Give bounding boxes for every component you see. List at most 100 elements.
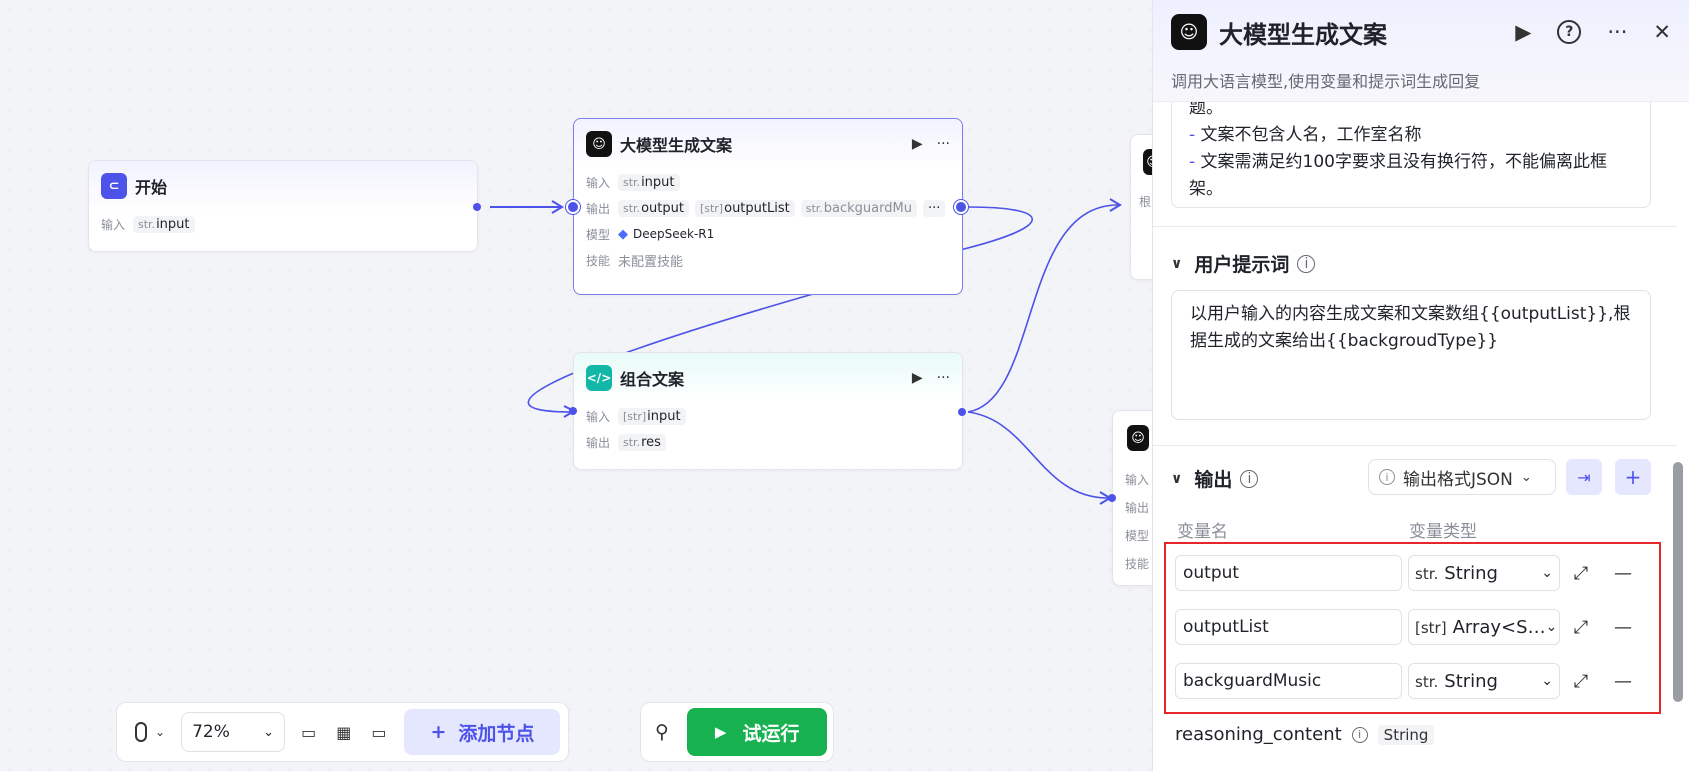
comment-button[interactable]: ▭: [291, 712, 326, 752]
zoom-select[interactable]: 72% ⌄: [181, 712, 286, 752]
more-outputs-button[interactable]: ···: [922, 199, 946, 217]
expand-icon[interactable]: ⤢: [1573, 616, 1589, 638]
start-node-input-row: 输入 str.input: [89, 211, 477, 237]
remove-icon[interactable]: —: [1614, 616, 1632, 638]
minimap-button[interactable]: ▭: [361, 712, 396, 752]
info-icon: i: [1297, 254, 1316, 273]
chevron-down-icon: ⌄: [155, 725, 166, 739]
chevron-down-icon: ⌄: [1541, 673, 1553, 689]
highlight-box: [1164, 542, 1661, 714]
minimap-icon: ▭: [371, 722, 387, 742]
output-section-header[interactable]: ∨ 输出 i: [1171, 465, 1259, 492]
code-input-port[interactable]: [569, 407, 577, 415]
help-icon[interactable]: ?: [1557, 20, 1582, 44]
plus-icon: +: [430, 721, 447, 743]
panel-scrollbar[interactable]: [1673, 462, 1683, 702]
llm-node-title: 大模型生成文案: [620, 136, 733, 155]
run-toolbar: ⚲ ▶ 试运行: [640, 702, 835, 762]
start-icon: ⊂: [101, 173, 127, 199]
code-node-title: 组合文案: [620, 370, 685, 389]
node-config-panel: 题。 - 文案不包含人名，工作室名称 - 文案需满足约100字要求且没有换行符，…: [1152, 0, 1695, 771]
partial-bottom-input-port[interactable]: [1108, 494, 1116, 502]
code-icon: </>: [586, 365, 612, 391]
remove-icon[interactable]: —: [1614, 670, 1632, 692]
play-icon[interactable]: ▶: [1515, 20, 1532, 44]
import-button[interactable]: ⇥: [1566, 459, 1602, 495]
panel-title: 大模型生成文案: [1219, 20, 1387, 49]
llm-node-header: ☺ 大模型生成文案 ▶ ···: [574, 119, 962, 169]
info-icon: i: [1351, 726, 1368, 743]
add-output-button[interactable]: +: [1615, 459, 1651, 495]
start-node[interactable]: ⊂ 开始 输入 str.input: [88, 160, 478, 252]
llm-input-port[interactable]: [566, 200, 580, 214]
more-icon[interactable]: ···: [936, 136, 950, 152]
edge-arrow-1: [551, 200, 564, 214]
plus-icon: +: [1624, 465, 1642, 489]
wrench-icon[interactable]: ⚲: [655, 721, 669, 743]
edge-llm-code: [527, 206, 1033, 413]
add-node-button[interactable]: + 添加节点: [404, 709, 561, 755]
chevron-down-icon: ⌄: [263, 724, 275, 740]
panel-description: 调用大语言模型,使用变量和提示词生成回复: [1171, 72, 1481, 91]
variable-type-select[interactable]: [str]Array<S… ⌄: [1408, 609, 1560, 645]
start-node-header: ⊂ 开始: [89, 161, 477, 211]
panel-header: ☺ 大模型生成文案 ▶ ? ··· ✕ 调用大语言模型,使用变量和提示词生成回复: [1153, 0, 1689, 102]
code-node[interactable]: </> 组合文案 ▶ ··· 输入 [str]input 输出 str.res: [573, 352, 963, 470]
comment-icon: ▭: [301, 722, 317, 742]
variable-name-input[interactable]: backguardMusic: [1175, 663, 1402, 699]
expand-icon[interactable]: ⤢: [1573, 670, 1589, 692]
mouse-mode-button[interactable]: ⌄: [125, 712, 175, 752]
column-header-type: 变量类型: [1409, 522, 1477, 542]
code-node-header: </> 组合文案 ▶ ···: [574, 353, 962, 403]
output-variable-row: outputList [str]Array<S… ⌄ ⤢ —: [1175, 609, 1655, 645]
output-format-select[interactable]: i 输出格式JSON ⌄: [1368, 459, 1556, 495]
canvas-toolbar: ⌄ 72% ⌄ ▭ ▦ ▭ + 添加节点: [116, 702, 570, 762]
llm-output-row: 输出 str.output [str]outputList str.backgu…: [574, 195, 962, 221]
code-input-row: 输入 [str]input: [574, 403, 962, 429]
llm-output-port[interactable]: [954, 200, 968, 214]
chevron-down-icon: ⌄: [1545, 619, 1558, 635]
deepseek-icon: ◆: [618, 226, 628, 242]
remove-icon[interactable]: —: [1614, 562, 1632, 584]
play-icon: ▶: [714, 723, 727, 741]
grid-icon: ▦: [336, 722, 352, 742]
import-icon: ⇥: [1577, 467, 1591, 487]
info-icon: i: [1379, 469, 1395, 485]
reasoning-content-field: reasoning_content i String: [1175, 724, 1435, 745]
play-icon[interactable]: ▶: [911, 370, 923, 386]
column-header-name: 变量名: [1177, 522, 1228, 542]
llm-node[interactable]: ☺ 大模型生成文案 ▶ ··· 输入 str.input 输出 str.outp…: [573, 118, 963, 295]
output-variable-row: backguardMusic str.String ⌄ ⤢ —: [1175, 663, 1655, 699]
llm-skill-row: 技能 未配置技能: [586, 253, 684, 270]
llm-input-row: 输入 str.input: [574, 169, 962, 195]
variable-name-input[interactable]: outputList: [1175, 609, 1402, 645]
divider: [1153, 226, 1677, 227]
llm-model-row: 模型 ◆ DeepSeek-R1: [586, 226, 715, 242]
info-icon: i: [1240, 469, 1259, 488]
variable-type-select[interactable]: str.String ⌄: [1408, 555, 1560, 591]
more-icon[interactable]: ···: [1607, 20, 1628, 44]
system-prompt-box[interactable]: 题。 - 文案不包含人名，工作室名称 - 文案需满足约100字要求且没有换行符，…: [1171, 88, 1651, 208]
edge-code-bottom: [967, 411, 1109, 499]
chevron-down-icon: ⌄: [1520, 469, 1532, 485]
more-icon[interactable]: ···: [936, 370, 950, 386]
divider: [1153, 445, 1677, 446]
user-prompt-input[interactable]: 以用户输入的内容生成文案和文案数组{{outputList}},根据生成的文案给…: [1171, 290, 1651, 420]
variable-type-select[interactable]: str.String ⌄: [1408, 663, 1560, 699]
start-output-port[interactable]: [473, 203, 481, 211]
start-input-tag: str.input: [133, 215, 195, 233]
edges-layer: [490, 198, 1122, 505]
test-run-button[interactable]: ▶ 试运行: [686, 708, 828, 756]
variable-name-input[interactable]: output: [1175, 555, 1402, 591]
user-prompt-section-header[interactable]: ∨ 用户提示词 i: [1171, 250, 1316, 277]
llm-icon: ☺: [1127, 425, 1149, 451]
close-icon[interactable]: ✕: [1653, 20, 1671, 44]
play-icon[interactable]: ▶: [911, 136, 923, 152]
expand-icon[interactable]: ⤢: [1573, 562, 1589, 584]
code-output-port[interactable]: [958, 408, 966, 416]
chevron-down-icon: ∨: [1171, 255, 1183, 272]
llm-icon: ☺: [586, 131, 612, 157]
layout-button[interactable]: ▦: [326, 712, 361, 752]
chevron-down-icon: ∨: [1171, 470, 1183, 487]
